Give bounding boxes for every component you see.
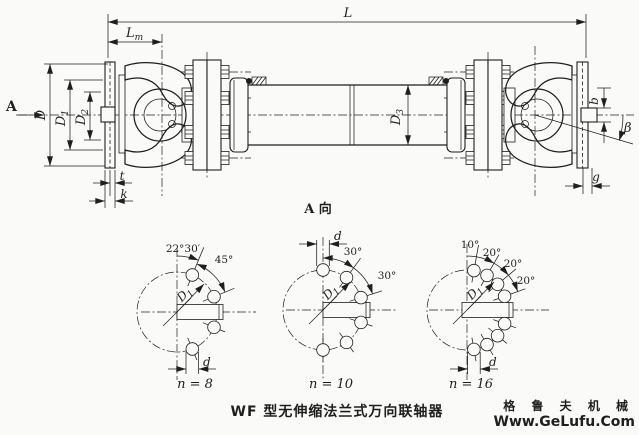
drawing-caption: WF 型无伸缩法兰式万向联轴器 (231, 403, 444, 420)
hole-dia-label: d (489, 355, 497, 369)
dim-label-k: k (120, 187, 127, 201)
dim-d: d (450, 352, 498, 374)
dim-D: D (34, 63, 108, 167)
weld-hatch (251, 76, 267, 86)
dim-beta: β (534, 114, 634, 145)
dim-D3: D3 (389, 85, 411, 145)
dim-D2: D2 (74, 91, 101, 141)
angle-label: 10° (461, 239, 480, 251)
dim-label-D: D (34, 109, 49, 121)
bolt-pattern-n16: 10° 20° 20° 20° D1 d n = 16 (426, 239, 549, 392)
view-a-label: A (5, 99, 18, 115)
dim-label-g: g (592, 170, 600, 184)
hole-dia-label: d (334, 229, 342, 243)
bolt-nuts (184, 65, 230, 165)
watermark-brand: 格 鲁 夫 机 械 (503, 398, 634, 413)
middle-tube (247, 84, 448, 146)
view-direction-A: A (5, 99, 44, 118)
watermark: 格 鲁 夫 机 械 Www.GeLufu.Com (494, 398, 635, 430)
angle-label: 20° (517, 275, 536, 287)
dim-label-D1: D1 (54, 110, 71, 127)
bolt-holes (316, 257, 383, 362)
key-section (322, 302, 371, 318)
bolt-pattern-n8: 22°30′ 45° D1 d n = 8 (136, 243, 256, 392)
dim-label-t: t (120, 169, 125, 183)
bolt-holes (185, 247, 235, 361)
shaft-end-block (580, 107, 598, 123)
dimensions: L Lm A D D1 D (5, 6, 634, 208)
key-section (461, 302, 514, 318)
bolt-count-label: n = 16 (449, 377, 493, 392)
dim-label-b: b (587, 97, 601, 105)
angle-label: 20° (504, 258, 523, 270)
dim-d: d (168, 352, 216, 374)
watermark-url: Www.GeLufu.Com (494, 414, 635, 430)
main-assembly (18, 34, 634, 196)
dim-d: d (299, 229, 347, 266)
dim-label-D2: D2 (74, 109, 91, 126)
hole-dia-label: d (203, 355, 211, 369)
weld-hatch (428, 76, 444, 86)
dim-g: g (565, 168, 610, 194)
weld-dot (443, 78, 449, 84)
dim-label-Lm: Lm (125, 26, 143, 43)
dim-L: L (107, 6, 587, 58)
angle-label: 45° (215, 254, 234, 266)
left-universal-joint-yoke (124, 62, 194, 168)
angle-label: 22°30′ (166, 243, 201, 255)
weld-dot (246, 78, 252, 84)
bolt-holes (467, 244, 526, 362)
dim-label-beta: β (623, 121, 632, 136)
right-flange-plate (571, 61, 598, 169)
right-universal-joint-yoke (503, 62, 573, 168)
bolt-count-label: n = 8 (177, 377, 213, 392)
dim-Lm: Lm (108, 26, 162, 45)
dim-label-D3: D3 (389, 109, 406, 126)
left-tube-collar (229, 76, 267, 153)
dim-label-L: L (343, 6, 353, 21)
angle-label: 20° (483, 247, 502, 259)
dim-b: b (587, 87, 611, 143)
angle-label: 30° (378, 270, 397, 282)
bolt-count-label: n = 10 (309, 377, 353, 392)
left-flange-plate (100, 61, 126, 169)
dim-D1: D1 (54, 79, 103, 151)
key-section (176, 304, 224, 320)
section-title: A 向 (303, 201, 332, 217)
dim-t-k: t k (89, 169, 133, 208)
angle-label: 30° (344, 246, 363, 258)
right-tube-collar (428, 76, 466, 153)
bolt-pattern-n10: 30° 30° D1 d n = 10 (282, 229, 397, 392)
left-bolted-flange-pair (184, 59, 230, 171)
